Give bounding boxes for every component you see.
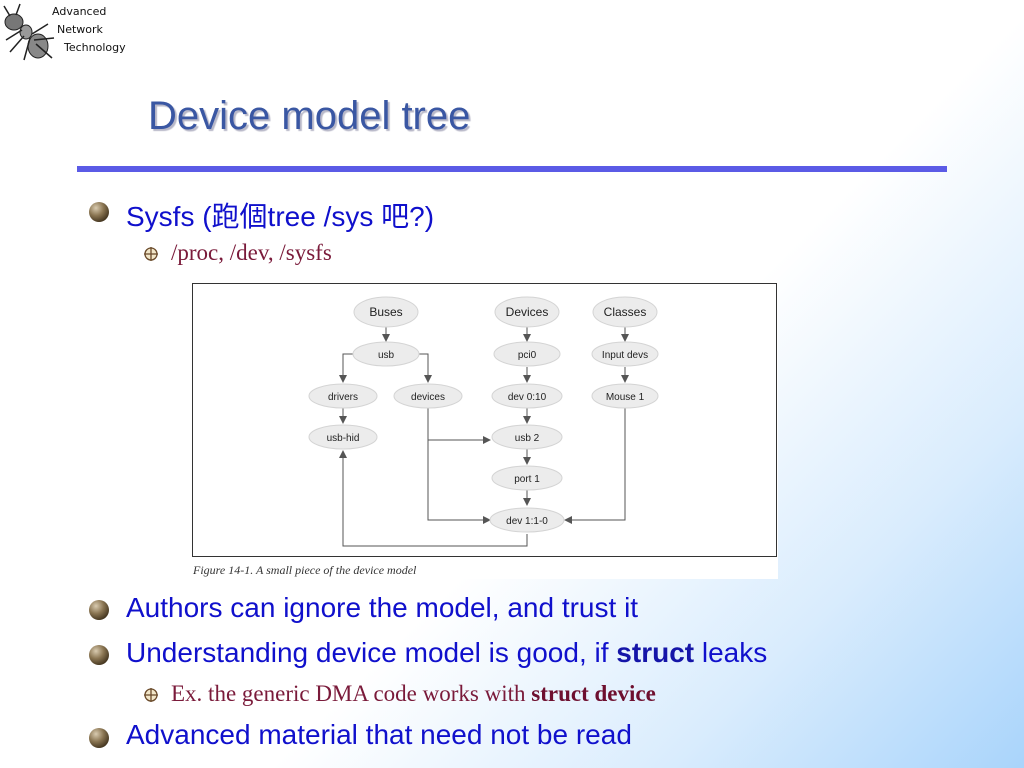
understanding-suffix: leaks — [694, 637, 768, 668]
edge-usb-drivers — [339, 353, 353, 383]
subbullet-dma: Ex. the generic DMA code works with stru… — [171, 681, 656, 707]
label-input-devs: Input devs — [602, 350, 648, 361]
bullet-icon — [89, 202, 109, 222]
node-input-devs — [591, 341, 659, 367]
label-devices: devices — [411, 392, 445, 403]
bullet-advanced: Advanced material that need not be read — [126, 719, 632, 750]
node-dev-010 — [491, 383, 563, 409]
crosshair-bullet-icon — [144, 688, 158, 702]
figure: Buses Devices Classes usb pci0 Input dev… — [190, 281, 778, 579]
node-dev-110 — [489, 507, 565, 533]
logo-line-3: Technology — [64, 41, 126, 54]
bullet-icon — [89, 728, 109, 748]
label-pci: pci0 — [518, 350, 537, 361]
ant-logo-icon — [3, 3, 55, 61]
node-classes — [592, 296, 658, 328]
node-usb-hid — [308, 424, 378, 450]
bullet-authors: Authors can ignore the model, and trust … — [126, 592, 639, 623]
bullet-sysfs: Sysfs (跑個tree /sys 吧?) — [126, 201, 435, 232]
bullet-understanding: Understanding device model is good, if s… — [126, 637, 767, 669]
label-usb-hid: usb-hid — [327, 433, 360, 444]
label-devices-root: Devices — [506, 305, 549, 319]
label-drivers: drivers — [328, 392, 358, 403]
logo-line-1: Advanced — [52, 5, 107, 18]
struct-device-keyword: struct device — [531, 681, 656, 706]
logo-line-2: Network — [57, 23, 103, 36]
bullet-icon — [89, 645, 109, 665]
slide-title: Device model tree — [148, 94, 471, 138]
edge-mouse-dev110 — [564, 408, 626, 524]
node-mouse1 — [591, 383, 659, 409]
node-pci — [493, 341, 561, 367]
edge-devices-dev110 — [427, 408, 491, 524]
label-dev-110: dev 1:1-0 — [506, 516, 548, 527]
node-devices-root — [494, 296, 560, 328]
node-port1 — [491, 465, 563, 491]
label-buses: Buses — [369, 305, 402, 319]
label-classes: Classes — [604, 305, 647, 319]
figure-caption: Figure 14-1. A small piece of the device… — [193, 563, 417, 577]
node-drivers — [308, 383, 378, 409]
edge-usb-devices — [419, 353, 432, 383]
label-port1: port 1 — [514, 474, 540, 485]
understanding-text: Understanding device model is good, if — [126, 637, 617, 668]
figure-frame: Buses Devices Classes usb pci0 Input dev… — [192, 283, 777, 557]
label-mouse1: Mouse 1 — [606, 392, 645, 403]
title-underline — [77, 166, 947, 172]
device-model-diagram: Buses Devices Classes usb pci0 Input dev… — [308, 296, 659, 547]
edge-dev110-usbhid — [339, 450, 528, 547]
label-usb: usb — [378, 350, 395, 361]
logo: Advanced Network Technology — [0, 0, 140, 70]
label-dev-010: dev 0:10 — [508, 392, 547, 403]
struct-keyword: struct — [616, 637, 695, 668]
node-usb2 — [491, 424, 563, 450]
node-usb — [352, 341, 420, 367]
crosshair-bullet-icon — [144, 247, 158, 261]
subbullet-paths: /proc, /dev, /sysfs — [171, 240, 332, 265]
node-buses — [353, 296, 419, 328]
dma-text: Ex. the generic DMA code works with — [171, 681, 532, 706]
bullet-icon — [89, 600, 109, 620]
label-usb2: usb 2 — [515, 433, 540, 444]
edge-devices-usb2 — [427, 408, 491, 444]
node-devices — [393, 383, 463, 409]
